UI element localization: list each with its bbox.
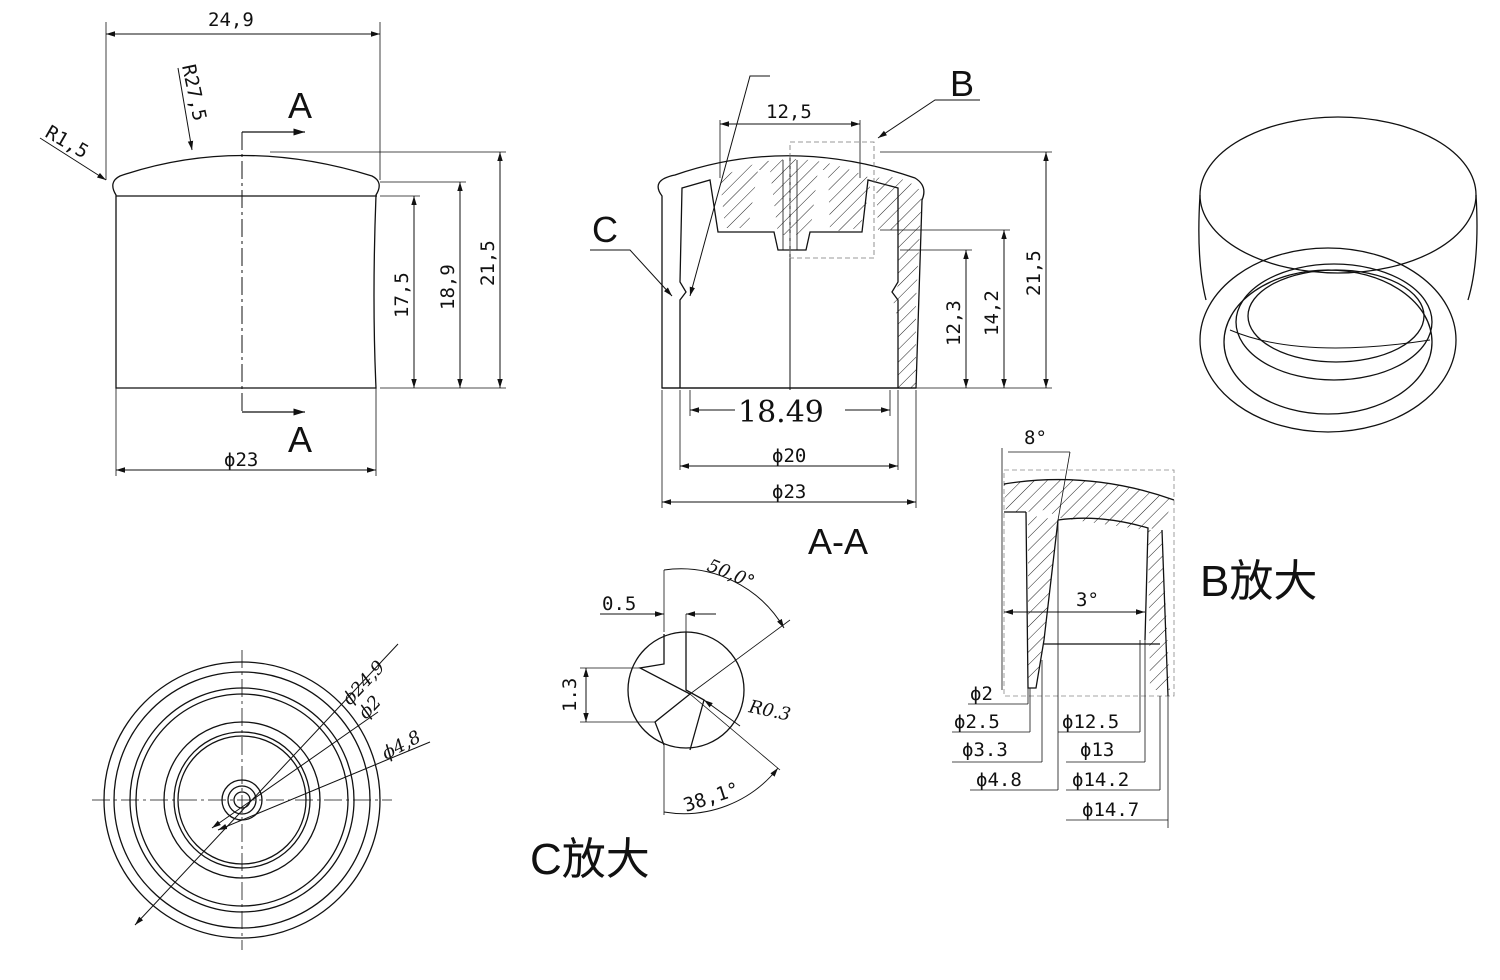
dim-h1: 17,5: [391, 272, 413, 318]
dim-b-left-1: ϕ2.5: [954, 711, 1000, 733]
dim-width-top: 24,9: [208, 9, 254, 31]
bottom-view: [92, 643, 431, 950]
dim-b-angle-top: 8°: [1024, 427, 1047, 449]
dim-base-diameter: ϕ23: [224, 449, 258, 471]
detail-c-labels: 50,0° 0.5 1.3 R0.3 38,1° C放大: [530, 555, 793, 884]
dim-inner-diameter: ϕ20: [772, 445, 806, 467]
dim-top-width: 12,5: [766, 101, 812, 123]
dim-b-right-1: ϕ13: [1080, 739, 1114, 761]
dim-height-b: 14,2: [981, 290, 1003, 336]
dim-b-right-2: ϕ14.2: [1072, 769, 1129, 791]
detail-b-labels: 8° 3° B放大 ϕ2 ϕ2.5 ϕ3.3 ϕ4.8 ϕ12.5 ϕ13 ϕ1…: [954, 427, 1317, 821]
section-view-labels: 12,5 B C 18.49 ϕ20 ϕ23 12,3 14,2 21,5 A-…: [592, 63, 1045, 562]
section-mark-bottom: A: [288, 419, 312, 460]
detail-c: [580, 568, 791, 815]
front-view-labels: 24,9 R27,5 R1,5 A A 17,5 18,9 21,5 ϕ23: [42, 9, 500, 471]
dim-height-a: 12,3: [943, 300, 965, 346]
dim-b-left-2: ϕ3.3: [962, 739, 1008, 761]
iso-view: [1198, 116, 1478, 433]
bottom-view-labels: ϕ24,9 ϕ2 ϕ4,8: [338, 657, 424, 765]
dim-b-right-0: ϕ12.5: [1062, 711, 1119, 733]
detail-b: [952, 448, 1175, 828]
dim-radius: R0.3: [746, 696, 793, 726]
section-hatch-wall: [870, 176, 922, 388]
cap-outline: [112, 154, 380, 389]
dim-offset: 0.5: [602, 593, 636, 615]
dim-angle-top: 50,0°: [704, 555, 757, 593]
dim-height-c: 21,5: [1023, 250, 1045, 296]
dim-d3: ϕ4,8: [378, 727, 424, 765]
dim-outer-diameter: ϕ23: [772, 481, 806, 503]
dim-edge-radius: R1,5: [42, 121, 93, 163]
dim-b-right-3: ϕ14.7: [1082, 799, 1139, 821]
dim-b-left-0: ϕ2: [970, 683, 993, 705]
detail-b-marker: B: [950, 63, 974, 104]
section-mark-top: A: [288, 85, 312, 126]
dim-height: 1.3: [559, 678, 581, 712]
dim-inner-span: 18.49: [738, 395, 824, 430]
dim-h2: 18,9: [437, 264, 459, 310]
detail-b-box: [789, 141, 875, 259]
detail-b-caption: B放大: [1200, 557, 1317, 606]
detail-c-caption: C放大: [530, 835, 650, 884]
dim-h3: 21,5: [477, 240, 499, 286]
section-caption: A-A: [808, 521, 868, 562]
dim-b-angle-mid: 3°: [1076, 589, 1099, 611]
section-outline: [657, 155, 925, 389]
section-view: [590, 75, 1052, 508]
detail-c-marker: C: [592, 209, 618, 250]
dim-b-left-3: ϕ4.8: [976, 769, 1022, 791]
front-view: [39, 22, 506, 476]
